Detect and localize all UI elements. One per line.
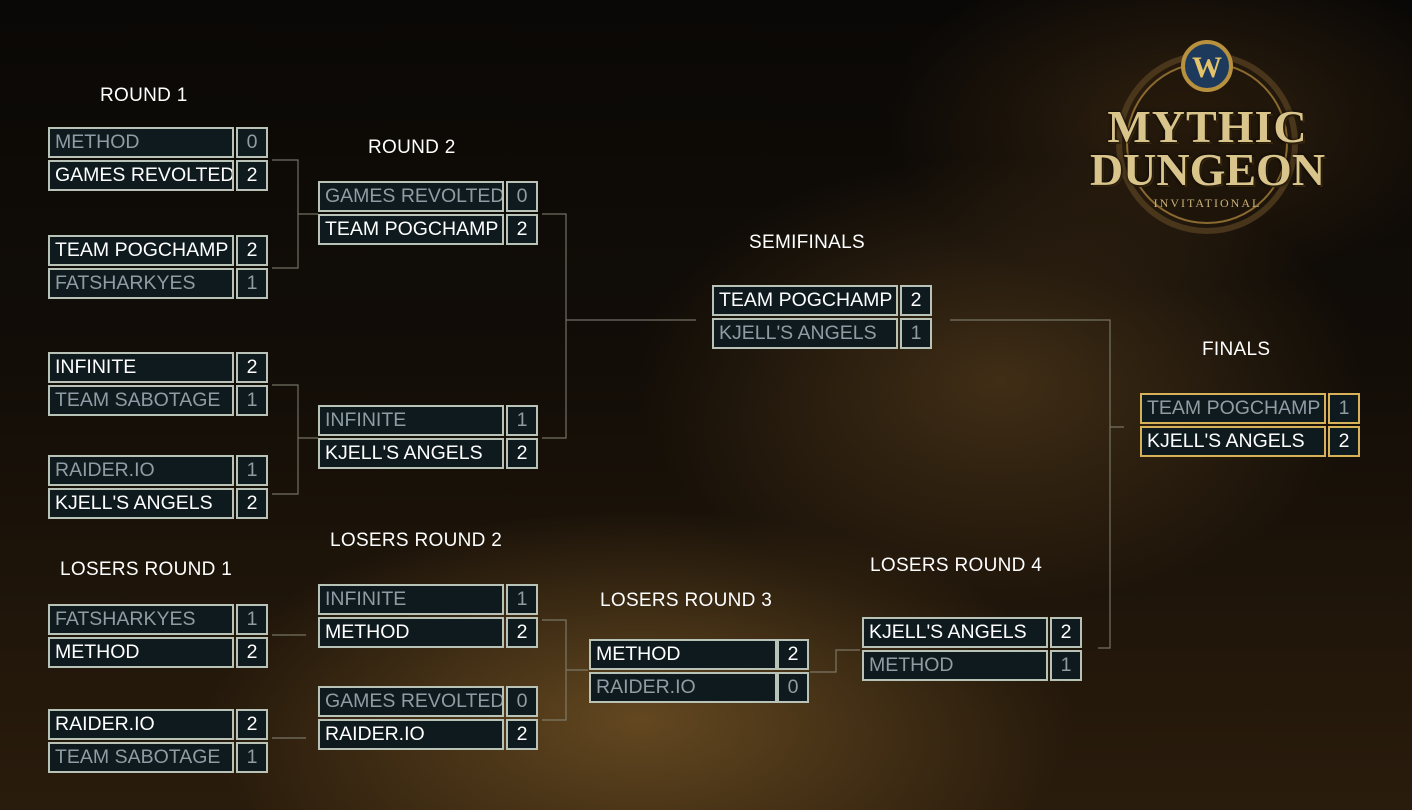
round2-title: ROUND 2 xyxy=(368,137,456,158)
team-score: 2 xyxy=(506,214,538,245)
team-score: 0 xyxy=(506,686,538,717)
team-name: TEAM POGCHAMP xyxy=(712,285,898,316)
team-name: TEAM POGCHAMP xyxy=(318,214,504,245)
team-name: GAMES REVOLTED xyxy=(318,686,504,717)
team-name: METHOD xyxy=(589,639,777,670)
team-score: 2 xyxy=(236,160,268,191)
team-name: RAIDER.IO xyxy=(589,672,777,703)
team-name: TEAM SABOTAGE xyxy=(48,385,234,416)
team-score: 1 xyxy=(236,268,268,299)
team-score: 1 xyxy=(236,604,268,635)
logo-title-line2: DUNGEON xyxy=(1089,144,1326,195)
team-name: GAMES REVOLTED xyxy=(318,181,504,212)
losers-round3-title: LOSERS ROUND 3 xyxy=(600,590,773,611)
team-score: 2 xyxy=(236,235,268,266)
team-score: 2 xyxy=(506,438,538,469)
team-name: INFINITE xyxy=(48,352,234,383)
team-score: 2 xyxy=(1050,617,1082,648)
team-score: 2 xyxy=(236,352,268,383)
finals-title: FINALS xyxy=(1202,339,1271,360)
team-score: 1 xyxy=(900,318,932,349)
team-name: KJELL'S ANGELS xyxy=(48,488,234,519)
team-name: METHOD xyxy=(318,617,504,648)
losers-round1-title: LOSERS ROUND 1 xyxy=(60,559,233,580)
team-score: 2 xyxy=(1328,426,1360,457)
team-name: KJELL'S ANGELS xyxy=(318,438,504,469)
team-score: 2 xyxy=(236,709,268,740)
team-score: 0 xyxy=(236,127,268,158)
team-score: 2 xyxy=(777,639,809,670)
team-score: 1 xyxy=(236,742,268,773)
team-score: 1 xyxy=(506,405,538,436)
team-name: RAIDER.IO xyxy=(318,719,504,750)
team-name: FATSHARKYES xyxy=(48,268,234,299)
round1-title: ROUND 1 xyxy=(100,85,188,106)
team-name: KJELL'S ANGELS xyxy=(712,318,898,349)
team-score: 0 xyxy=(506,181,538,212)
team-score: 2 xyxy=(900,285,932,316)
logo-title-line1: MYTHIC xyxy=(1107,101,1308,152)
team-name: TEAM SABOTAGE xyxy=(48,742,234,773)
team-name: METHOD xyxy=(862,650,1048,681)
team-name: METHOD xyxy=(48,127,234,158)
team-name: FATSHARKYES xyxy=(48,604,234,635)
team-name: KJELL'S ANGELS xyxy=(1140,426,1326,457)
team-score: 1 xyxy=(506,584,538,615)
team-name: TEAM POGCHAMP xyxy=(1140,393,1326,424)
team-score: 2 xyxy=(236,637,268,668)
semifinals-title: SEMIFINALS xyxy=(749,232,865,253)
team-score: 1 xyxy=(236,385,268,416)
team-score: 2 xyxy=(506,617,538,648)
losers-round4-title: LOSERS ROUND 4 xyxy=(870,555,1043,576)
team-name: GAMES REVOLTED xyxy=(48,160,234,191)
logo-emblem-letter: W xyxy=(1192,51,1222,84)
team-score: 2 xyxy=(506,719,538,750)
team-name: RAIDER.IO xyxy=(48,455,234,486)
losers-round2-title: LOSERS ROUND 2 xyxy=(330,530,503,551)
logo-subtitle: INVITATIONAL xyxy=(1153,196,1262,210)
team-score: 1 xyxy=(236,455,268,486)
team-name: INFINITE xyxy=(318,405,504,436)
team-score: 0 xyxy=(777,672,809,703)
team-score: 2 xyxy=(236,488,268,519)
team-score: 1 xyxy=(1050,650,1082,681)
team-name: TEAM POGCHAMP xyxy=(48,235,234,266)
team-name: INFINITE xyxy=(318,584,504,615)
team-name: METHOD xyxy=(48,637,234,668)
team-name: RAIDER.IO xyxy=(48,709,234,740)
team-name: KJELL'S ANGELS xyxy=(862,617,1048,648)
mythic-dungeon-invitational-logo: W MYTHIC DUNGEON INVITATIONAL xyxy=(1070,38,1345,238)
logo-emblem-icon: W xyxy=(1116,40,1298,234)
team-score: 1 xyxy=(1328,393,1360,424)
